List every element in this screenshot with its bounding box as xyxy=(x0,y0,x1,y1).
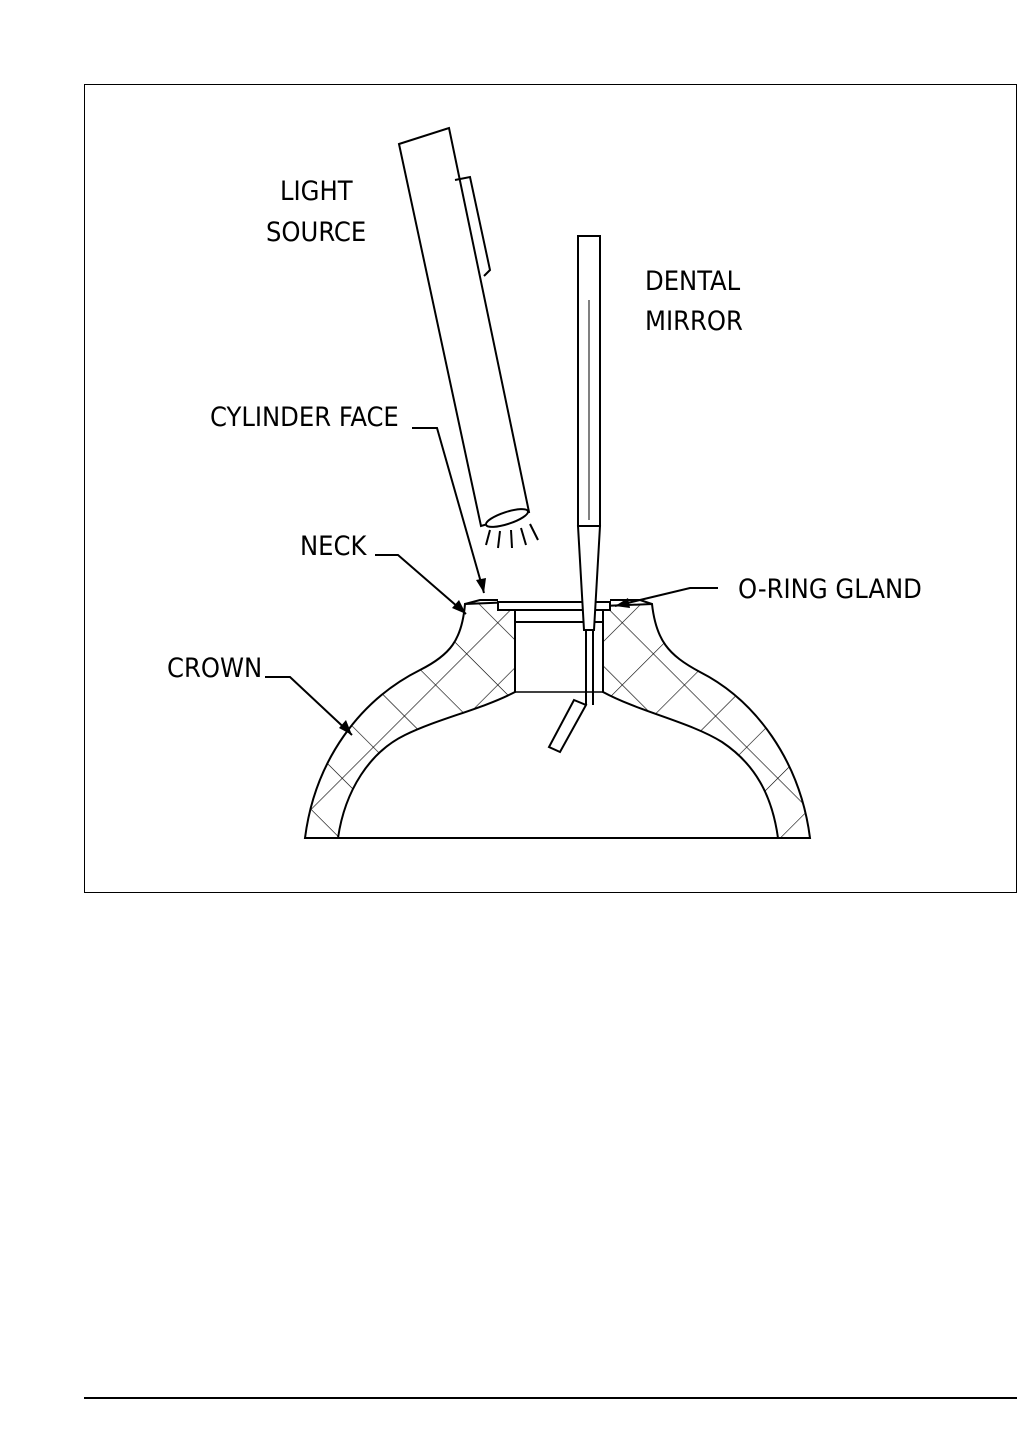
crown-wall-right xyxy=(602,602,812,839)
leader-o-ring-gland xyxy=(614,587,718,607)
label-dental-mirror-1: DENTAL xyxy=(645,266,741,297)
label-o-ring-gland: O-RING GLAND xyxy=(738,574,922,605)
label-crown: CROWN xyxy=(167,653,262,684)
leader-neck xyxy=(375,554,467,615)
crown-wall-left xyxy=(303,600,516,839)
label-light-source-2: SOURCE xyxy=(266,217,366,248)
leader-lines xyxy=(265,427,718,736)
light-rays xyxy=(485,523,539,549)
neck-top-left xyxy=(464,599,498,605)
flashlight xyxy=(397,126,539,549)
label-cylinder-face: CYLINDER FACE xyxy=(210,402,399,433)
label-light-source-1: LIGHT xyxy=(280,176,353,207)
label-neck: NECK xyxy=(300,531,367,562)
leader-crown xyxy=(265,676,353,736)
label-dental-mirror-2: MIRROR xyxy=(645,306,743,337)
leader-cylinder-face xyxy=(412,427,485,594)
footer-rule xyxy=(84,1397,1017,1399)
figure-frame xyxy=(84,84,1017,893)
dental-mirror xyxy=(547,235,602,754)
cylinder-face xyxy=(497,601,611,611)
leader-arrowheads xyxy=(339,578,630,735)
